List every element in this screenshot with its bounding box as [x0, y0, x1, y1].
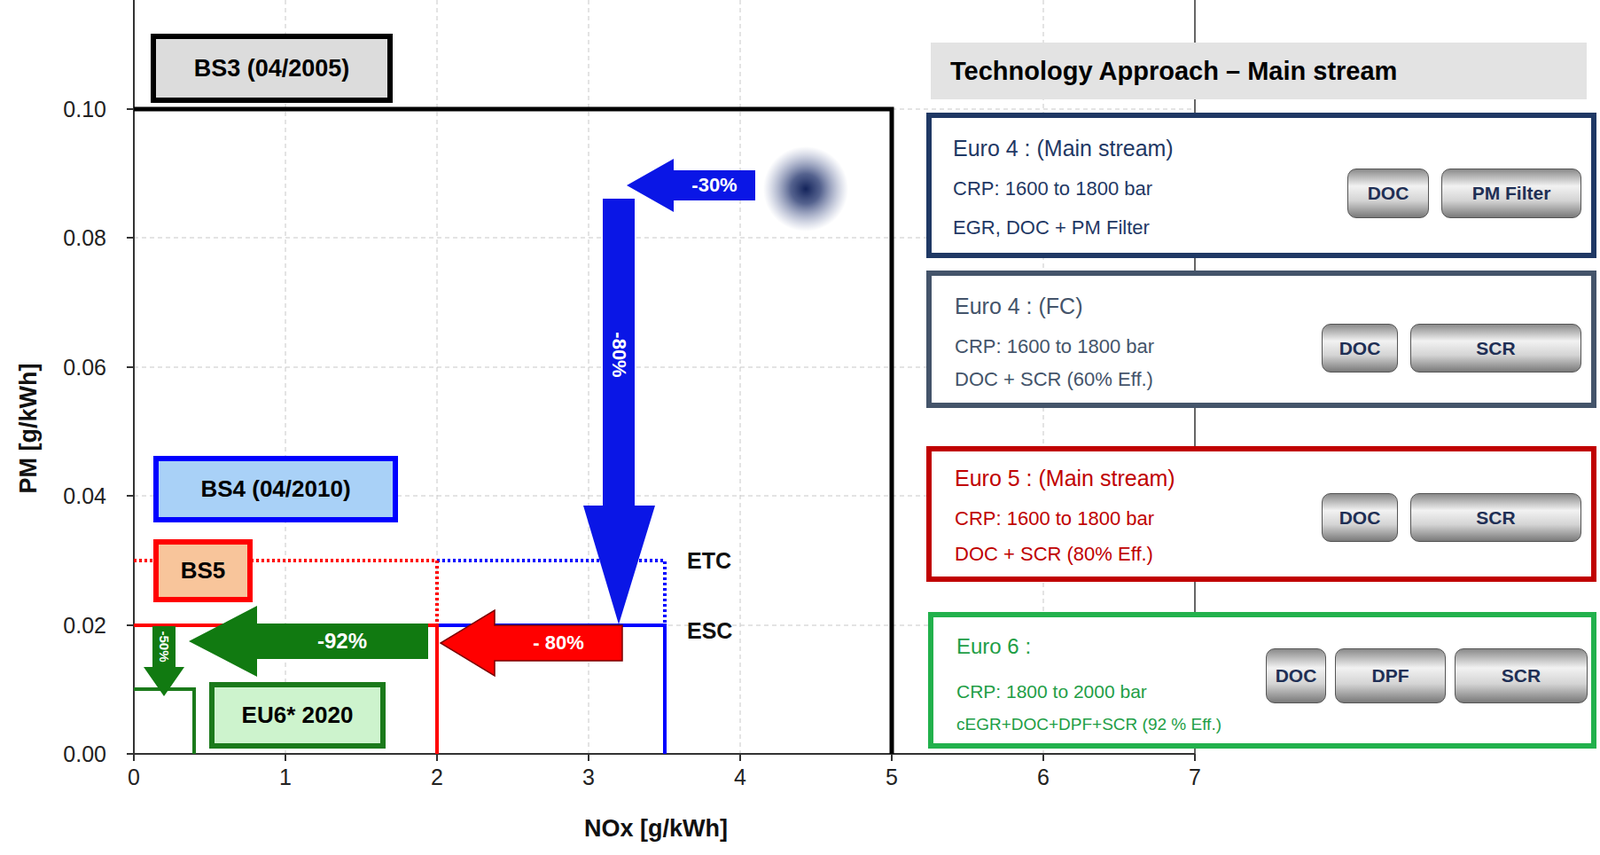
canister-label: DPF: [1372, 664, 1410, 687]
box-text: Euro 4 : (Main stream): [952, 134, 1592, 162]
tick-label: 7: [1188, 764, 1202, 790]
box-text: Euro 5 : (Main stream): [954, 464, 1592, 492]
cycle-label: ESC: [686, 617, 733, 644]
eu6-limit: [133, 688, 195, 754]
tick-label: 0.06: [62, 354, 107, 381]
catalyst-canister: DOC: [1347, 168, 1429, 219]
label-text: Technology Approach – Main stream: [950, 56, 1398, 86]
label-text: BS3 (04/2005): [194, 54, 351, 83]
reduction-label: - 80%: [532, 631, 584, 655]
technology-box: Euro 4 : (FC)CRP: 1600 to 1800 barDOC + …: [926, 270, 1597, 408]
canister-label: SCR: [1475, 507, 1515, 529]
filter-canister: PM Filter: [1441, 168, 1582, 219]
catalyst-canister: DOC: [1265, 647, 1327, 703]
tick-label: 0.10: [62, 96, 107, 123]
tick-label: 0.02: [62, 612, 107, 639]
tick-label: 2: [430, 764, 444, 790]
tick-label: 0: [127, 764, 141, 790]
axis-title: PM [g/kWh]: [15, 363, 43, 494]
arrow-92: [188, 605, 429, 677]
reduction-label: -80%: [607, 331, 631, 377]
standard-label: BS4 (04/2010): [153, 455, 399, 523]
label-text: BS5: [180, 556, 227, 585]
tick-label: 4: [733, 764, 747, 790]
box-text: Euro 4 : (FC): [954, 292, 1592, 320]
arrow-80-left: [440, 609, 623, 676]
standard-label: EU6* 2020: [209, 681, 386, 749]
box-text: cEGR+DOC+DPF+SCR (92 % Eff.): [956, 710, 1592, 738]
canister-label: DOC: [1367, 182, 1410, 204]
standard-label: BS5: [153, 538, 253, 602]
scr-canister: SCR: [1454, 647, 1588, 703]
emission-dot: [763, 146, 849, 232]
canister-label: SCR: [1501, 664, 1541, 687]
reduction-label: -92%: [317, 628, 367, 654]
technology-box: Euro 5 : (Main stream)CRP: 1600 to 1800 …: [926, 445, 1597, 582]
standard-label: BS3 (04/2005): [150, 33, 393, 103]
canister-label: DOC: [1339, 337, 1382, 360]
arrow-50: [143, 625, 185, 696]
tick-label: 1: [279, 764, 292, 790]
canister-label: DOC: [1339, 507, 1382, 529]
tick-label: 0.00: [62, 741, 107, 767]
tick-label: 6: [1037, 764, 1050, 790]
tick-label: 5: [885, 764, 898, 790]
technology-box: Euro 4 : (Main stream)CRP: 1600 to 1800 …: [926, 112, 1597, 258]
canister-label: DOC: [1275, 664, 1318, 687]
filter-canister: DPF: [1334, 647, 1446, 703]
axis-title: NOx [g/kWh]: [584, 814, 728, 843]
arrow-80-down: [583, 198, 656, 625]
tick-label: 3: [582, 764, 595, 790]
tick-label: 0.04: [62, 483, 107, 509]
canister-label: SCR: [1475, 337, 1515, 360]
scr-canister: SCR: [1410, 492, 1582, 542]
box-text: EGR, DOC + PM Filter: [952, 214, 1592, 242]
cycle-label: ETC: [686, 547, 732, 574]
tick-label: 0.08: [62, 225, 107, 251]
label-text: BS4 (04/2010): [200, 475, 351, 503]
label-text: EU6* 2020: [241, 701, 354, 729]
arrow-30: [626, 158, 756, 212]
technology-box: Euro 6 :CRP: 1800 to 2000 barcEGR+DOC+DP…: [928, 611, 1597, 749]
reduction-label: -50%: [156, 630, 172, 662]
bs3-limit: [133, 109, 892, 754]
catalyst-canister: DOC: [1321, 323, 1398, 373]
scr-canister: SCR: [1410, 323, 1582, 373]
catalyst-canister: DOC: [1321, 492, 1398, 542]
box-text: DOC + SCR (80% Eff.): [954, 540, 1592, 568]
section-header: Technology Approach – Main stream: [930, 42, 1587, 100]
reduction-label: -30%: [691, 173, 737, 197]
canister-label: PM Filter: [1472, 182, 1552, 204]
